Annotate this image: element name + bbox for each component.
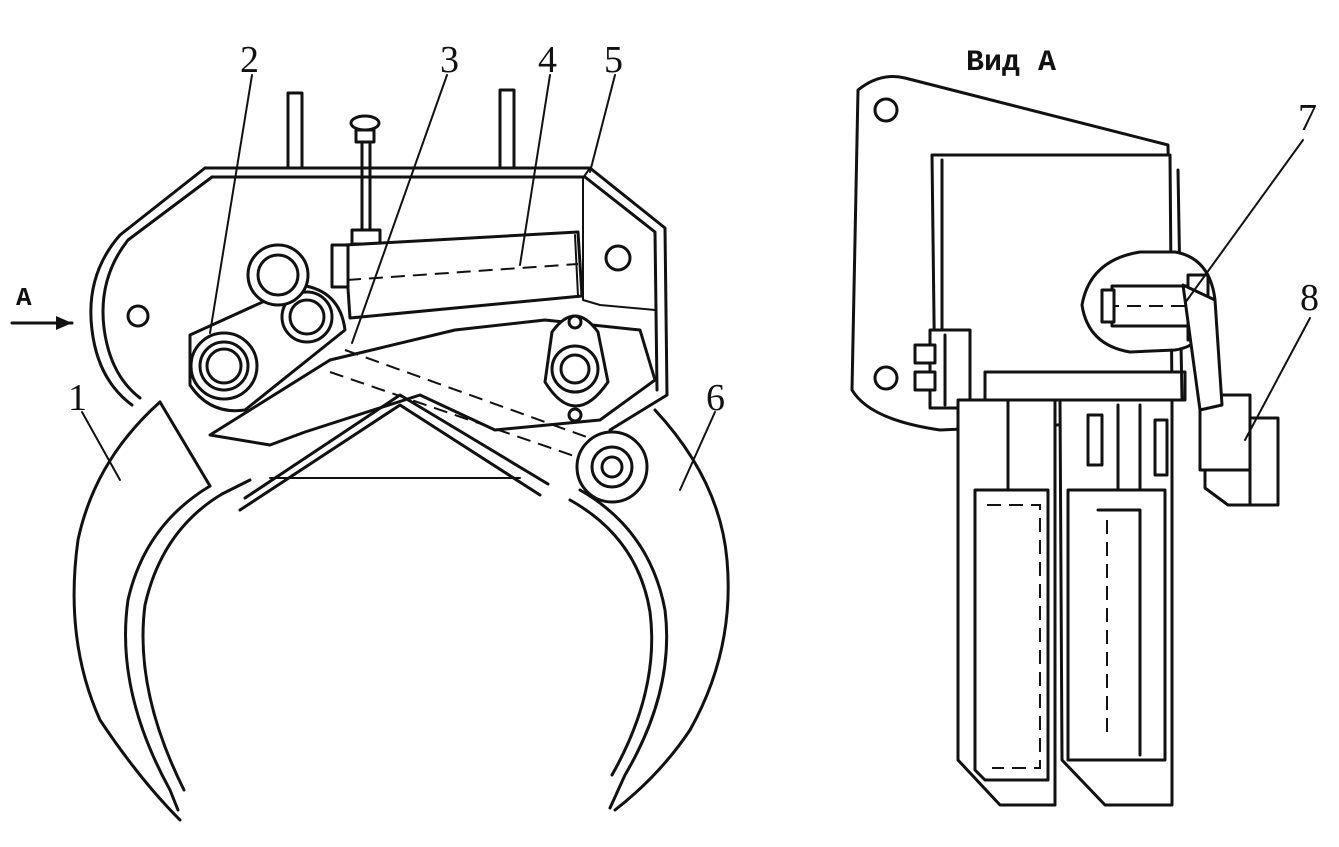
cutaway-detail bbox=[1080, 250, 1217, 354]
view-arrow-label: А bbox=[16, 283, 32, 313]
side-right-jaw bbox=[1058, 398, 1174, 807]
side-stop-block bbox=[1181, 283, 1280, 507]
side-view: Вид А bbox=[850, 46, 1319, 807]
callout-1: 1 bbox=[68, 377, 87, 419]
callout-7: 7 bbox=[1298, 97, 1317, 139]
view-arrow: А bbox=[10, 283, 74, 330]
top-rods bbox=[286, 88, 516, 246]
left-jaw bbox=[72, 400, 252, 822]
callout-4: 4 bbox=[538, 39, 557, 81]
housing bbox=[89, 166, 669, 432]
leader-lines bbox=[81, 74, 716, 491]
pivot-hole-left bbox=[126, 304, 150, 328]
side-bolts bbox=[913, 328, 972, 410]
side-view-title: Вид А bbox=[966, 46, 1056, 80]
callout-2: 2 bbox=[240, 39, 259, 81]
right-jaw bbox=[568, 408, 730, 812]
hydraulic-cylinder bbox=[330, 230, 584, 320]
callout-5: 5 bbox=[604, 39, 623, 81]
front-view: А 1 2 3 4 5 6 bbox=[10, 39, 730, 822]
callout-6: 6 bbox=[706, 377, 725, 419]
wedge-block bbox=[208, 318, 657, 459]
side-left-jaw bbox=[956, 398, 1057, 807]
support-roller bbox=[575, 430, 649, 504]
callout-8: 8 bbox=[1300, 277, 1319, 319]
pivot-hole-right bbox=[604, 244, 632, 272]
pressure-plate bbox=[238, 393, 550, 512]
callout-3: 3 bbox=[440, 39, 459, 81]
lever-assembly bbox=[188, 243, 347, 413]
flange bbox=[543, 314, 610, 423]
